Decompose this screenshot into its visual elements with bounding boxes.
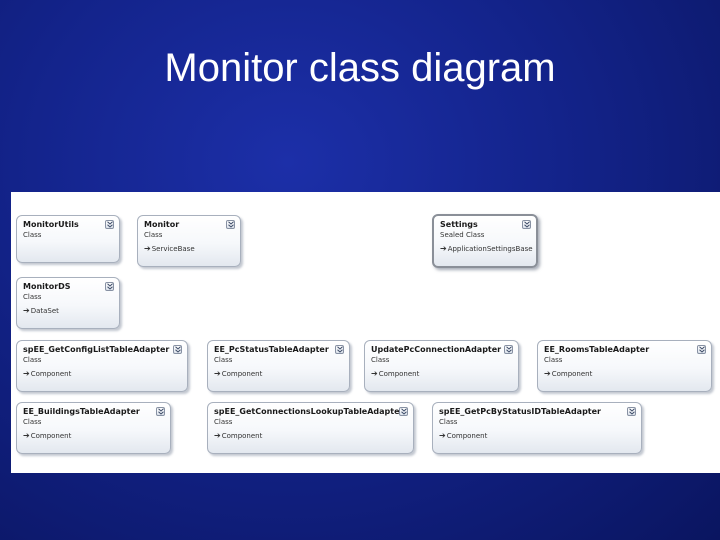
chevron-double-down-icon[interactable] bbox=[399, 407, 408, 416]
slide-title: Monitor class diagram bbox=[164, 46, 556, 90]
class-box-updatepcconnectionadapter[interactable]: UpdatePcConnectionAdapter Class ➔Compone… bbox=[364, 340, 519, 392]
class-box-settings[interactable]: Settings Sealed Class ➔ApplicationSettin… bbox=[432, 214, 538, 268]
chevron-double-down-icon[interactable] bbox=[226, 220, 235, 229]
class-base-label: Component bbox=[221, 370, 263, 378]
class-base: ➔Component bbox=[214, 368, 343, 380]
chevron-double-down-icon[interactable] bbox=[522, 220, 531, 229]
class-base-label: Component bbox=[221, 432, 263, 440]
class-box-spee-getconnectionslookuptableadapter[interactable]: spEE_GetConnectionsLookupTableAdapter Cl… bbox=[207, 402, 414, 454]
class-base: ➔Component bbox=[23, 430, 164, 442]
chevron-double-down-icon[interactable] bbox=[697, 345, 706, 354]
class-base: ➔ApplicationSettingsBase bbox=[440, 243, 533, 255]
class-kind: Class bbox=[214, 418, 233, 426]
class-name: spEE_GetConfigListTableAdapter bbox=[23, 345, 170, 354]
class-kind: Class bbox=[544, 356, 563, 364]
class-base: ➔DataSet bbox=[23, 305, 113, 317]
class-kind: Class bbox=[371, 356, 390, 364]
chevron-double-down-icon[interactable] bbox=[105, 282, 114, 291]
class-base: ➔Component bbox=[439, 430, 635, 442]
class-kind: Class bbox=[23, 231, 42, 239]
class-base-label: Component bbox=[30, 432, 72, 440]
class-base: ➔Component bbox=[214, 430, 407, 442]
chevron-double-down-icon[interactable] bbox=[173, 345, 182, 354]
class-name: Settings bbox=[440, 220, 478, 229]
arrow-right-icon: ➔ bbox=[23, 369, 30, 378]
class-base-label: ApplicationSettingsBase bbox=[447, 245, 533, 253]
class-name: spEE_GetPcByStatusIDTableAdapter bbox=[439, 407, 601, 416]
class-kind: Class bbox=[23, 293, 42, 301]
class-box-ee-pcstatustableadapter[interactable]: EE_PcStatusTableAdapter Class ➔Component bbox=[207, 340, 350, 392]
class-kind: Class bbox=[23, 418, 42, 426]
class-base-label: ServiceBase bbox=[151, 245, 195, 253]
class-box-ee-roomstableadapter[interactable]: EE_RoomsTableAdapter Class ➔Component bbox=[537, 340, 712, 392]
class-base: ➔Component bbox=[23, 368, 181, 380]
class-box-monitor[interactable]: Monitor Class ➔ServiceBase bbox=[137, 215, 241, 267]
class-name: MonitorDS bbox=[23, 282, 71, 291]
class-base-label: Component bbox=[378, 370, 420, 378]
class-name: spEE_GetConnectionsLookupTableAdapter bbox=[214, 407, 404, 416]
class-kind: Class bbox=[439, 418, 458, 426]
chevron-double-down-icon[interactable] bbox=[335, 345, 344, 354]
class-diagram-canvas[interactable]: MonitorUtils Class Monitor Class ➔Servic… bbox=[11, 192, 720, 473]
arrow-right-icon: ➔ bbox=[371, 369, 378, 378]
arrow-right-icon: ➔ bbox=[23, 306, 30, 315]
class-name: MonitorUtils bbox=[23, 220, 79, 229]
chevron-double-down-icon[interactable] bbox=[105, 220, 114, 229]
class-base: ➔Component bbox=[371, 368, 512, 380]
arrow-right-icon: ➔ bbox=[214, 369, 221, 378]
class-box-monitorutils[interactable]: MonitorUtils Class bbox=[16, 215, 120, 263]
class-kind: Class bbox=[23, 356, 42, 364]
chevron-double-down-icon[interactable] bbox=[627, 407, 636, 416]
arrow-right-icon: ➔ bbox=[23, 431, 30, 440]
class-kind: Sealed Class bbox=[440, 231, 485, 239]
class-kind: Class bbox=[144, 231, 163, 239]
class-name: UpdatePcConnectionAdapter bbox=[371, 345, 502, 354]
arrow-right-icon: ➔ bbox=[214, 431, 221, 440]
class-name: EE_RoomsTableAdapter bbox=[544, 345, 650, 354]
class-base-label: DataSet bbox=[30, 307, 59, 315]
class-name: Monitor bbox=[144, 220, 180, 229]
class-box-monitords[interactable]: MonitorDS Class ➔DataSet bbox=[16, 277, 120, 329]
class-box-spee-getconfiglisttableadapter[interactable]: spEE_GetConfigListTableAdapter Class ➔Co… bbox=[16, 340, 188, 392]
chevron-double-down-icon[interactable] bbox=[504, 345, 513, 354]
chevron-double-down-icon[interactable] bbox=[156, 407, 165, 416]
class-base: ➔Component bbox=[544, 368, 705, 380]
arrow-right-icon: ➔ bbox=[439, 431, 446, 440]
class-name: EE_PcStatusTableAdapter bbox=[214, 345, 329, 354]
class-base-label: Component bbox=[551, 370, 593, 378]
class-box-spee-getpcbystatusidtableadapter[interactable]: spEE_GetPcByStatusIDTableAdapter Class ➔… bbox=[432, 402, 642, 454]
class-kind: Class bbox=[214, 356, 233, 364]
class-base-label: Component bbox=[30, 370, 72, 378]
class-box-ee-buildingstableadapter[interactable]: EE_BuildingsTableAdapter Class ➔Componen… bbox=[16, 402, 171, 454]
class-name: EE_BuildingsTableAdapter bbox=[23, 407, 140, 416]
arrow-right-icon: ➔ bbox=[144, 244, 151, 253]
class-base: ➔ServiceBase bbox=[144, 243, 234, 255]
arrow-right-icon: ➔ bbox=[440, 244, 447, 253]
class-base-label: Component bbox=[446, 432, 488, 440]
arrow-right-icon: ➔ bbox=[544, 369, 551, 378]
